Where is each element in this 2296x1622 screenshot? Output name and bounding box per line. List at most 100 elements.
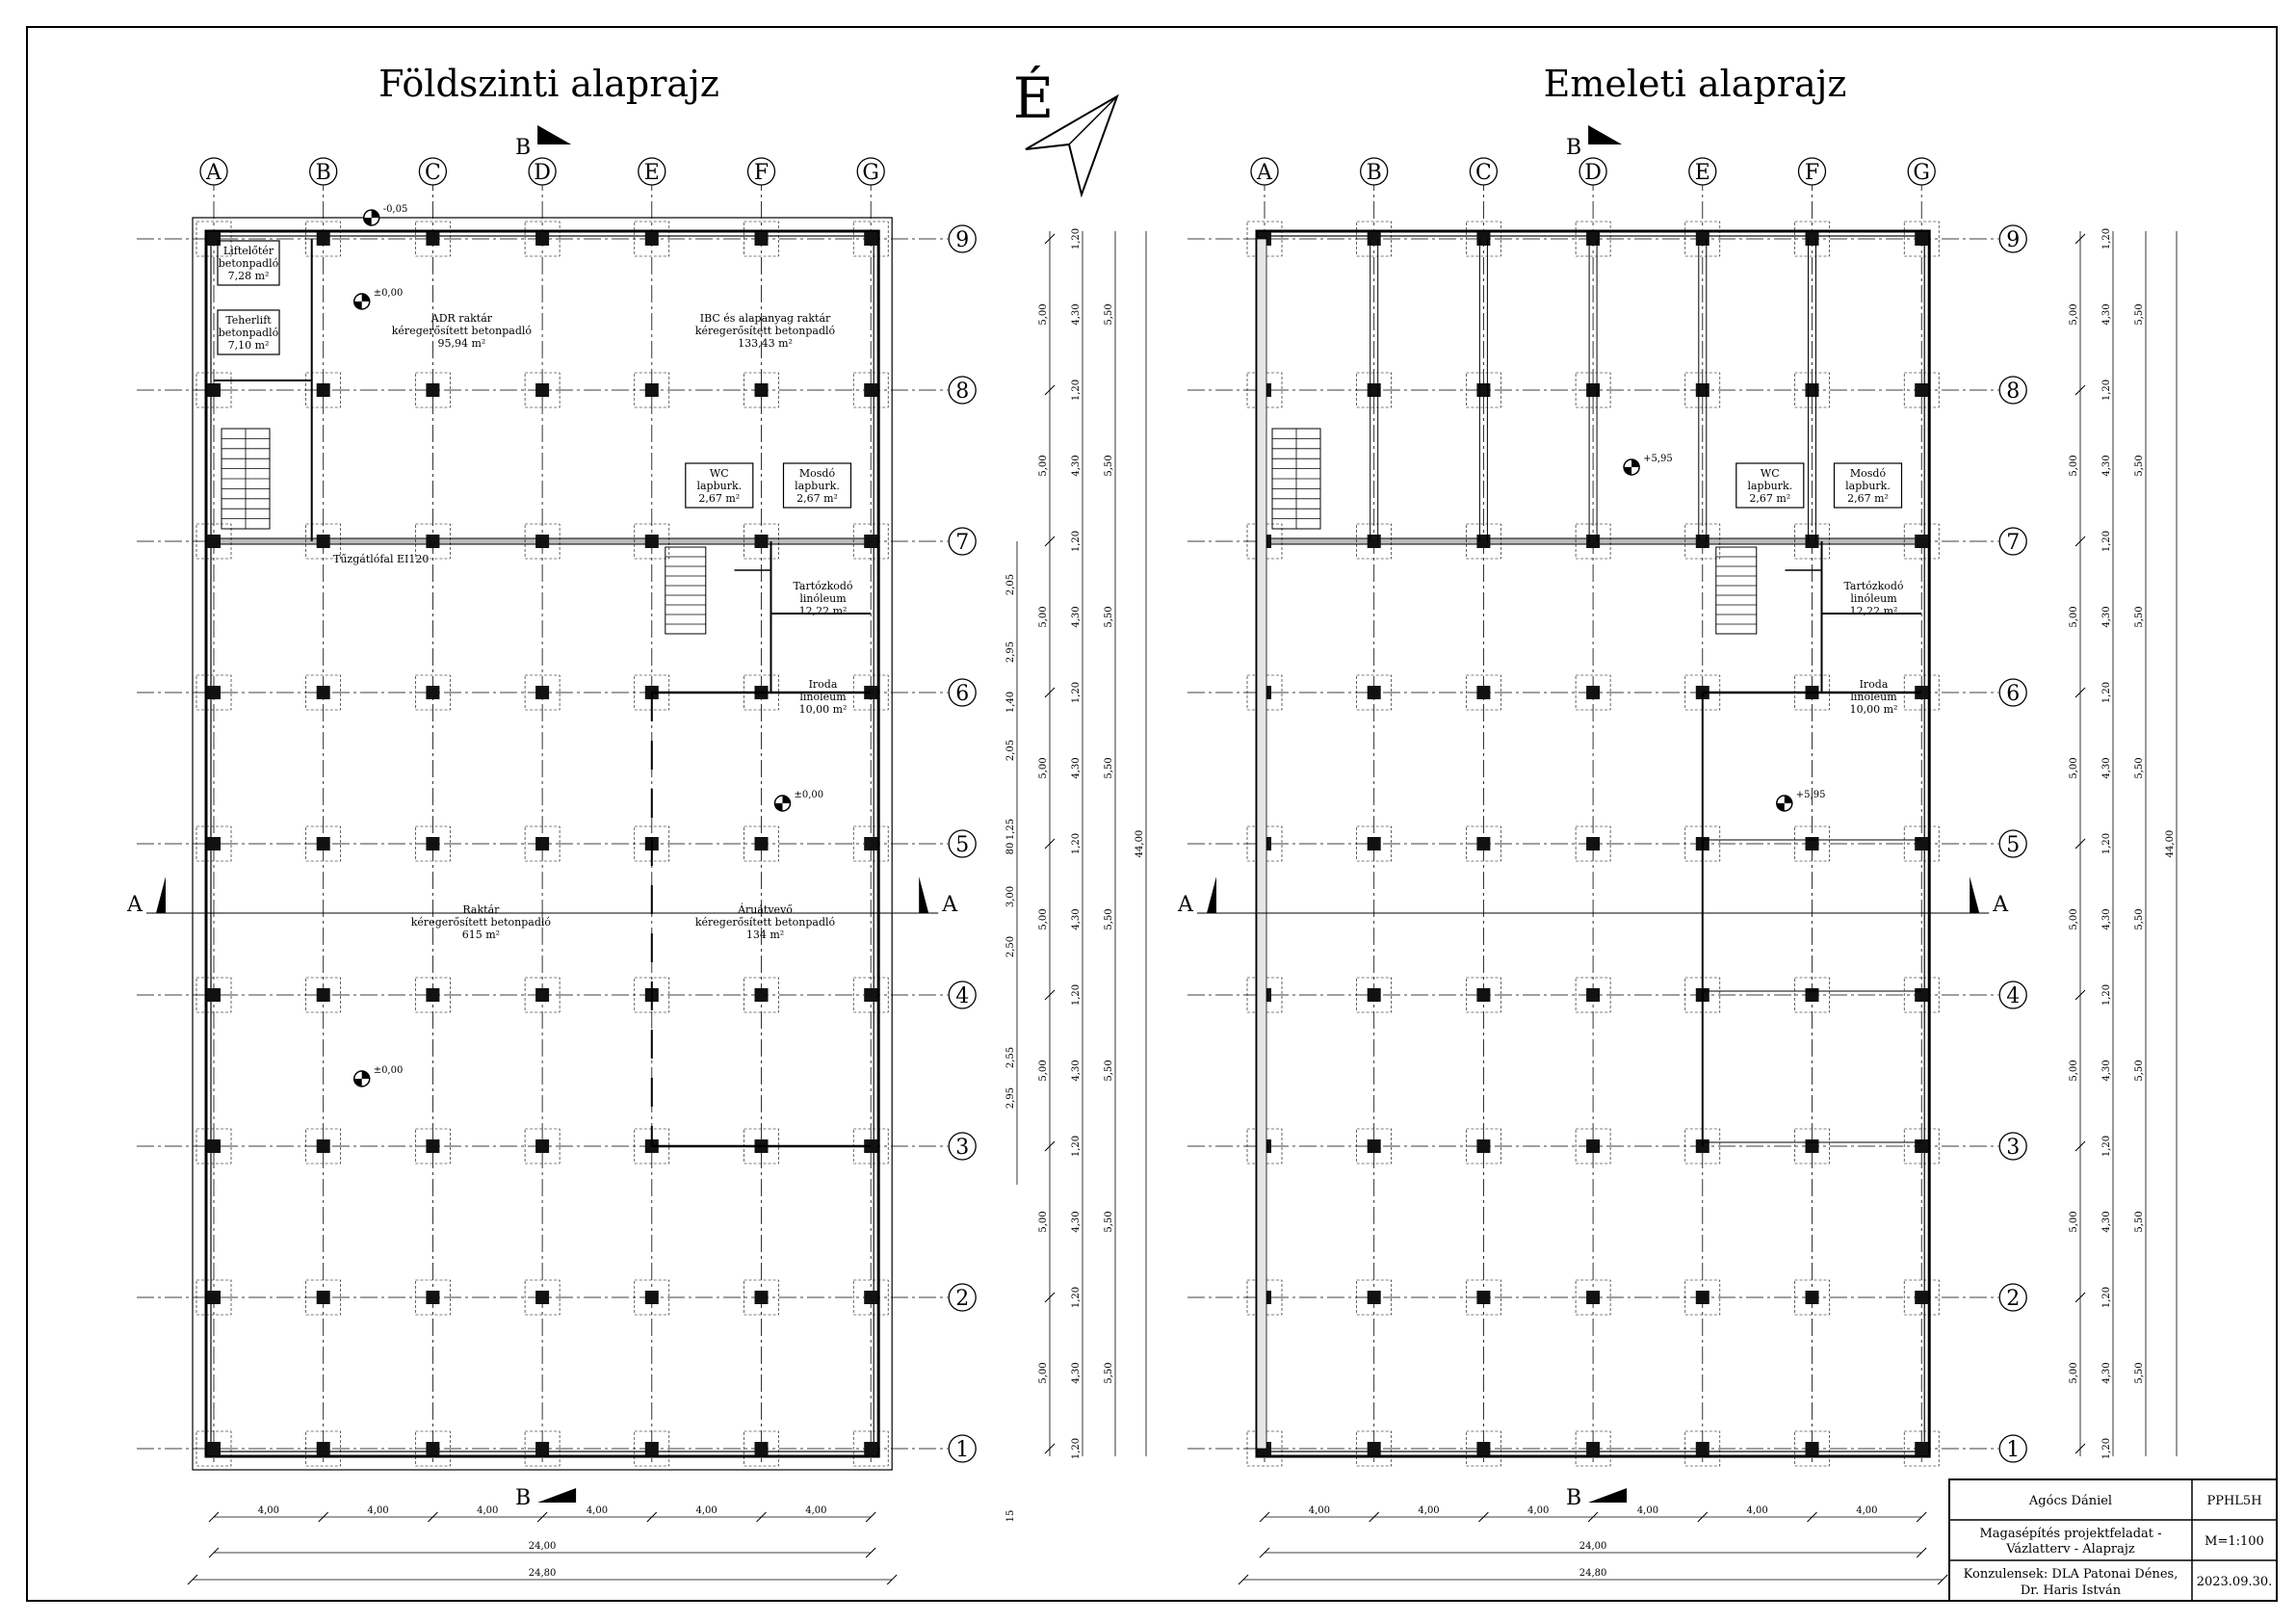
vdim-5m: 5,00 (1038, 1060, 1049, 1081)
level-upper-south: +5,95 (1776, 790, 1825, 812)
staircase-west (1271, 428, 1321, 530)
structural-column (1805, 1139, 1819, 1153)
column-footprint (305, 825, 342, 862)
axis-label-6: 6 (955, 682, 969, 706)
column-footprint (305, 977, 342, 1013)
north-label: É (1013, 65, 1054, 131)
vdim-column: 1,20 (1071, 1438, 1082, 1459)
stair-core (665, 546, 707, 635)
axis-bubble-4 (1998, 981, 2027, 1009)
hatched-wall (1256, 238, 1267, 1450)
vdim-column: 1,20 (2101, 1287, 2112, 1308)
structural-column (535, 1139, 550, 1153)
vdim-column: 1,20 (1071, 1136, 1082, 1157)
column-footprint (1356, 825, 1392, 862)
column-footprint (196, 977, 232, 1013)
structural-column (864, 535, 878, 548)
level-value: ±0,00 (374, 1065, 404, 1076)
column-footprint (744, 221, 779, 257)
structural-column (426, 1291, 440, 1304)
level-marker-fill (363, 210, 379, 225)
room-label-line: 10,00 m² (799, 703, 848, 716)
axis-bubble-7 (1998, 527, 2027, 556)
dim-bay: 4,00 (1309, 1505, 1330, 1516)
column-footprint (524, 221, 561, 257)
column-footprint (1903, 825, 1940, 862)
axis-bubble-5 (1998, 829, 2027, 858)
structural-column (207, 988, 221, 1002)
axis-label-1: 1 (2006, 1438, 2020, 1462)
structural-column (207, 837, 221, 850)
column-footprint (634, 1279, 670, 1316)
vdim-column: 1,20 (2101, 1438, 2112, 1459)
axis-label-5: 5 (2006, 833, 2020, 857)
structural-column (1915, 1442, 1929, 1455)
column-footprint (524, 1279, 561, 1316)
column-footprint (852, 825, 889, 862)
section-b-bottom-label: B (515, 1486, 531, 1510)
room-label-box (217, 240, 280, 286)
column-footprint (415, 977, 451, 1013)
axis-label-E: E (644, 161, 660, 185)
structural-column (316, 1139, 330, 1153)
column-footprint (196, 1430, 232, 1467)
vdim-5-50: 5,50 (2134, 908, 2145, 929)
structural-column (1915, 1139, 1929, 1153)
vdim-total: 44,00 (1135, 830, 1145, 858)
column-footprint (1575, 1128, 1611, 1164)
column-footprint (1466, 1430, 1501, 1467)
structural-column (1476, 232, 1491, 246)
axis-bubble-A (199, 157, 228, 186)
column-footprint (744, 1279, 779, 1316)
axis-bubble-E (638, 157, 666, 186)
structural-column (864, 383, 878, 397)
room-label-line: Tartózkodó (793, 580, 852, 592)
structural-column (316, 686, 330, 699)
external-wall-outer (204, 229, 880, 1458)
structural-column (1915, 988, 1929, 1002)
structural-column (1586, 232, 1601, 246)
structural-column (754, 383, 769, 397)
column-footprint (852, 372, 889, 408)
axis-bubble-7 (948, 527, 977, 556)
column-footprint (1356, 372, 1392, 408)
room-label-line: 7,10 m² (228, 339, 270, 352)
vdim-5m: 5,00 (2069, 606, 2079, 627)
room-label-line: linóleum (799, 592, 847, 605)
column-footprint (1466, 372, 1501, 408)
structural-column (1476, 535, 1491, 548)
axis-bubble-B (1360, 157, 1389, 186)
project-line-2: Vázlatterv - Alaprajz (2005, 1542, 2135, 1557)
structural-column (207, 535, 221, 548)
axis-bubble-9 (948, 224, 977, 253)
vdim-extra: 15 (1005, 1510, 1016, 1523)
level-marker-fill (353, 294, 370, 309)
vdim-column: 1,20 (2101, 531, 2112, 552)
axis-bubble-3 (1998, 1132, 2027, 1161)
room-label-line: Iroda (809, 678, 838, 691)
section-b-bottom-arrow (1588, 1488, 1628, 1503)
level-reception: ±0,00 (773, 790, 823, 812)
dim-bay: 4,00 (477, 1505, 498, 1516)
structural-column (644, 535, 659, 548)
axis-bubble-4 (948, 981, 977, 1009)
column-footprint (1575, 372, 1611, 408)
axis-bubble-A (1250, 157, 1279, 186)
axis-bubble-D (528, 157, 557, 186)
level-marker-fill (1776, 796, 1792, 811)
axis-bubble-6 (948, 678, 977, 707)
room-label-line: ADR raktár (430, 312, 493, 325)
axis-label-4: 4 (955, 984, 969, 1008)
column-footprint (852, 523, 889, 560)
structural-column (207, 1291, 221, 1304)
section-b-top-label: B (515, 136, 531, 160)
vdim-column: 1,20 (1071, 531, 1082, 552)
vdim-extra: 2,05 (1005, 574, 1016, 595)
column-footprint (305, 372, 342, 408)
structural-column (426, 232, 440, 246)
